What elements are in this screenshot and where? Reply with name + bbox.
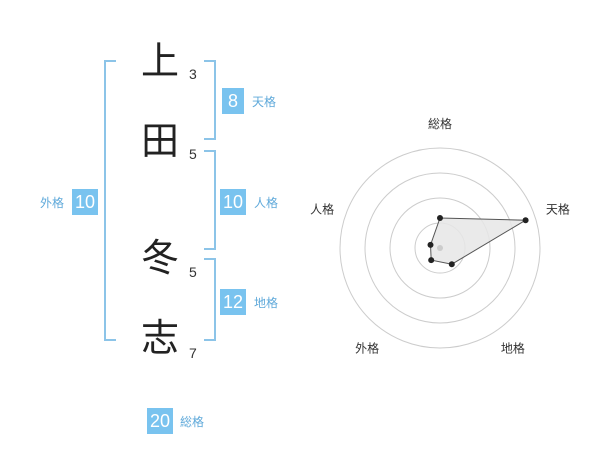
radar-axis-label-3: 地格 <box>501 340 525 355</box>
radar-axis-label-4: 外格 <box>355 340 379 355</box>
gaikaku-badge: 10 <box>72 189 98 215</box>
radar-axis-label-2: 天格 <box>546 202 570 217</box>
tenkaku-bracket <box>204 60 216 140</box>
tenkaku-badge: 8 <box>222 88 244 114</box>
soukaku-label: 総格 <box>180 415 205 429</box>
chikaku-label: 地格 <box>254 296 279 310</box>
stroke-count-2: 5 <box>189 146 197 162</box>
name-char-1: 上 <box>140 39 179 83</box>
radar-point-5 <box>427 241 434 248</box>
name-char-4: 志 <box>140 316 179 360</box>
name-char-2: 田 <box>140 119 179 163</box>
gaikaku-bracket <box>104 60 116 341</box>
stroke-count-3: 5 <box>189 264 197 280</box>
jinkaku-bracket <box>204 150 216 250</box>
radar-ring-3 <box>364 172 516 324</box>
gaikaku-label: 外格 <box>40 196 65 210</box>
chikaku-badge: 12 <box>220 289 246 315</box>
jinkaku-label: 人格 <box>254 196 279 210</box>
radar-ring-2 <box>389 197 491 299</box>
radar-point-3 <box>448 261 455 268</box>
radar-series-shape <box>429 217 528 265</box>
tenkaku-label: 天格 <box>252 95 277 109</box>
stroke-count-4: 7 <box>189 345 197 361</box>
jinkaku-badge: 10 <box>220 189 246 215</box>
radar-point-1 <box>437 215 443 221</box>
radar-center <box>437 245 443 251</box>
radar-axis-label-1: 総格 <box>428 116 452 131</box>
radar-ring-4 <box>339 147 541 349</box>
radar-point-2 <box>522 217 529 224</box>
radar-axis-label-5: 人格 <box>310 202 334 217</box>
name-char-3: 冬 <box>140 236 179 280</box>
chikaku-bracket <box>204 258 216 341</box>
soukaku-badge: 20 <box>147 408 173 434</box>
stroke-count-1: 3 <box>189 66 197 82</box>
radar-point-4 <box>428 257 435 264</box>
